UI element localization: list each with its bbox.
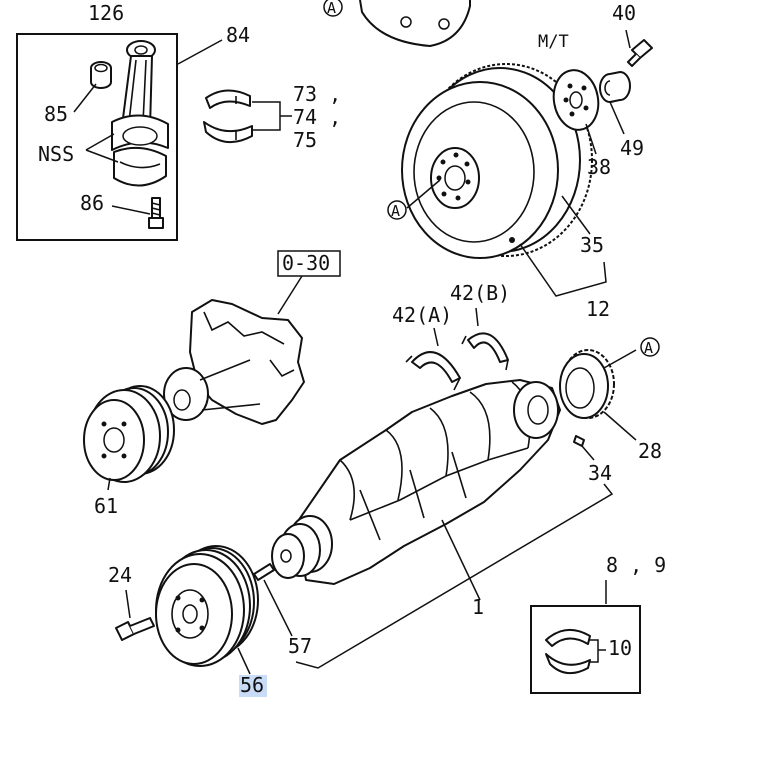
dowel-pin-part[interactable] bbox=[573, 435, 595, 461]
main-bearing-inset bbox=[530, 580, 641, 694]
circle-a-label: A bbox=[391, 202, 400, 220]
main-bearing-part[interactable] bbox=[545, 629, 606, 675]
rod-bolt-part[interactable] bbox=[148, 197, 164, 229]
callout-34: 34 bbox=[588, 461, 612, 485]
flywheel-housing-part[interactable] bbox=[359, 0, 471, 47]
crank-pulley-part[interactable] bbox=[155, 545, 259, 675]
callout-38: 38 bbox=[587, 155, 611, 179]
callout-1: 1 bbox=[472, 595, 484, 619]
callout-74: 74 , bbox=[293, 105, 341, 129]
callout-0-30: 0-30 bbox=[282, 251, 330, 275]
callout-57: 57 bbox=[288, 634, 312, 658]
callout-nss: NSS bbox=[38, 142, 74, 166]
callout-28: 28 bbox=[638, 439, 662, 463]
thrust-washer-b-part[interactable] bbox=[461, 307, 509, 371]
ref-box bbox=[277, 250, 341, 277]
callout-56[interactable]: 56 bbox=[240, 673, 264, 697]
callout-35: 35 bbox=[580, 233, 604, 257]
bushing-part[interactable] bbox=[90, 61, 112, 89]
crankshaft-part[interactable] bbox=[271, 379, 561, 601]
callout-12: 12 bbox=[586, 297, 610, 321]
callout-86: 86 bbox=[80, 191, 104, 215]
callout-75: 75 bbox=[293, 128, 317, 152]
timing-gear-part[interactable] bbox=[559, 349, 637, 441]
highlight-box bbox=[239, 675, 267, 697]
rod-bearing-part[interactable] bbox=[203, 89, 292, 143]
pilot-bearing-part[interactable] bbox=[599, 71, 631, 103]
callout-42a: 42(A) bbox=[392, 303, 452, 327]
callout-24: 24 bbox=[108, 563, 132, 587]
flywheel-bolt-part[interactable] bbox=[627, 39, 653, 67]
callout-10: 10 bbox=[608, 636, 632, 660]
circle-a-label: A bbox=[644, 339, 653, 357]
callout-126: 126 bbox=[88, 1, 124, 25]
callout-8-9: 8 , 9 bbox=[606, 553, 666, 577]
callout-49: 49 bbox=[620, 136, 644, 160]
callout-85: 85 bbox=[44, 102, 68, 126]
plate-part[interactable] bbox=[549, 67, 603, 134]
key-part[interactable] bbox=[253, 563, 293, 637]
circle-a-label: A bbox=[327, 0, 336, 17]
callout-73: 73 , bbox=[293, 82, 341, 106]
callout-42b: 42(B) bbox=[450, 281, 510, 305]
connecting-rod-part[interactable] bbox=[111, 40, 169, 187]
water-pump-part[interactable] bbox=[163, 275, 305, 425]
flywheel-part[interactable] bbox=[401, 63, 593, 259]
pulley-bolt-part[interactable] bbox=[115, 589, 155, 641]
thrust-washer-a-part[interactable] bbox=[405, 327, 461, 391]
fan-pulley-part[interactable] bbox=[83, 385, 175, 491]
connecting-rod-inset bbox=[16, 33, 223, 241]
callout-61: 61 bbox=[94, 494, 118, 518]
callout-40: 40 bbox=[612, 1, 636, 25]
callout-mt: M/T bbox=[538, 32, 569, 52]
callout-84: 84 bbox=[226, 23, 250, 47]
